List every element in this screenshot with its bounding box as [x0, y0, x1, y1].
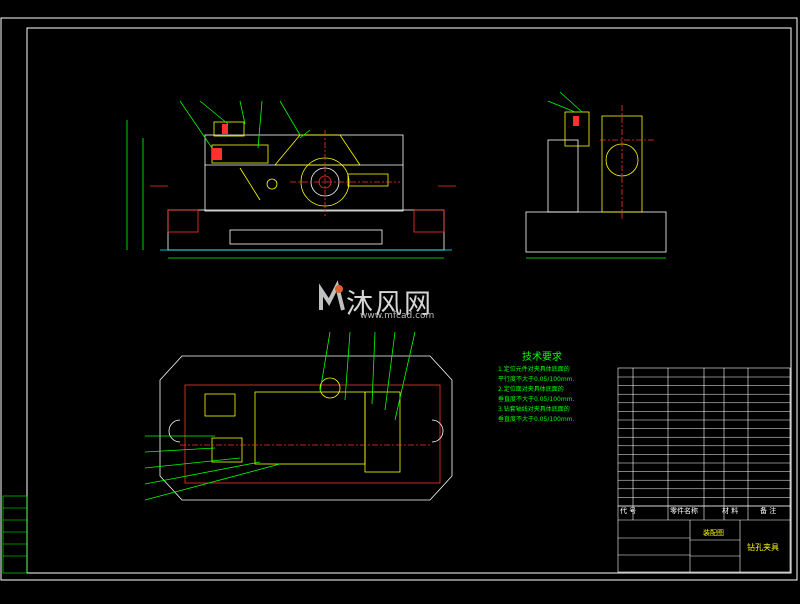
top-base-outline — [159, 355, 453, 501]
title-block-frame — [617, 505, 791, 573]
slot-left — [168, 419, 181, 443]
base-slot — [229, 229, 383, 245]
revision-stamp — [2, 495, 28, 574]
leader-5 — [279, 100, 301, 136]
side-leader-1 — [547, 100, 576, 113]
base-lug-left — [167, 209, 199, 233]
tech-req-line-4: 垂直度不大于0.05/100mm. — [498, 396, 575, 403]
drawing-name: 钻孔夹具 — [747, 543, 779, 552]
tech-req-line-5: 3.钻套轴线对夹具体底面的 — [498, 406, 570, 413]
side-upright — [547, 139, 579, 213]
leader-4 — [257, 100, 263, 149]
col-header-remark: 备 注 — [760, 507, 777, 515]
top-body — [184, 384, 441, 484]
top-leader-7 — [344, 331, 351, 401]
drill-bushing-support — [601, 115, 643, 213]
pin-knob — [212, 148, 222, 160]
top-leader-4 — [144, 461, 261, 485]
leader-2 — [199, 100, 229, 125]
clamp-nut — [347, 173, 389, 187]
leader-1 — [179, 100, 213, 149]
fixture-body — [204, 134, 404, 212]
top-leader-6 — [319, 331, 331, 393]
lever-arm — [239, 167, 261, 201]
drawing-type: 装配图 — [703, 529, 724, 537]
side-view — [525, 91, 667, 259]
tech-req-title: 技术要求 — [522, 352, 562, 363]
top-mechanism — [254, 391, 366, 465]
mfcad-logo-icon — [319, 280, 345, 311]
sheet-outer-border — [0, 17, 798, 581]
sheet-inner-border — [26, 27, 792, 574]
top-leader-10 — [394, 331, 416, 421]
top-clamp — [204, 393, 236, 417]
tech-req-line-1: 1.定位元件对夹具体底面的 — [498, 366, 570, 373]
clamp-screw-head — [222, 124, 228, 134]
col-header-code: 代 号 — [620, 507, 637, 515]
tech-req-line-3: 2.定位面对夹具体底面的 — [498, 386, 564, 393]
parts-list-rows — [618, 376, 790, 498]
title-block — [617, 505, 791, 573]
base-lug-right — [413, 209, 445, 233]
leader-3 — [239, 100, 246, 125]
top-leader-8 — [371, 331, 376, 405]
front-view — [126, 100, 456, 259]
top-support-block — [364, 391, 401, 473]
leader-6 — [299, 129, 311, 139]
side-clamp-screw — [573, 116, 579, 126]
col-header-material: 材 料 — [722, 507, 739, 515]
side-clamp — [564, 111, 590, 147]
side-leader-2 — [559, 91, 583, 113]
top-pin-housing — [211, 437, 243, 463]
side-base — [525, 211, 667, 253]
slot-right — [431, 419, 444, 443]
watermark-url: www.mfcad.com — [360, 311, 435, 321]
top-leader-5 — [144, 463, 281, 501]
tech-req-line-2: 平行度不大于0.05/100mm. — [498, 376, 575, 383]
watermark-brand: 沐风网 — [346, 289, 433, 320]
top-leader-3 — [144, 457, 241, 469]
drill-support — [274, 134, 361, 166]
side-workpiece — [605, 143, 639, 177]
revision-stamp-frame — [2, 495, 28, 574]
tech-req-line-6: 垂直度不大于0.05/100mm. — [498, 416, 575, 423]
top-view — [144, 331, 453, 501]
top-clamp-block — [213, 121, 245, 137]
top-drill-nut — [319, 377, 341, 399]
col-header-part-name: 零件名称 — [670, 507, 698, 515]
lever-pivot — [266, 178, 278, 190]
top-leader-9 — [384, 331, 396, 411]
top-leader-2 — [144, 447, 216, 453]
